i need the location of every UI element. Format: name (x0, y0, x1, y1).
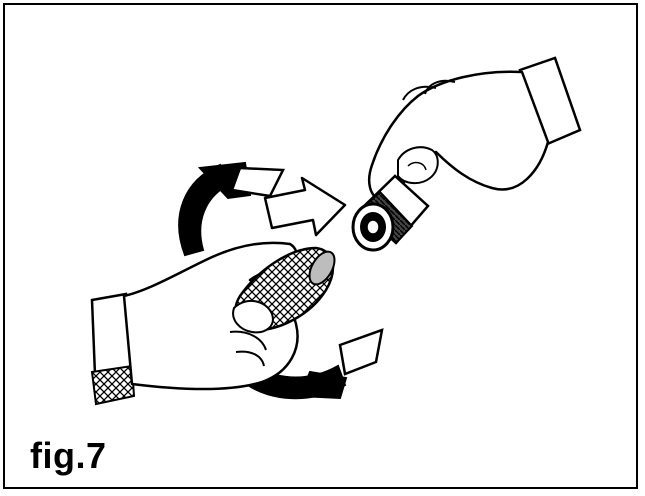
insert-arrow-icon (265, 178, 345, 235)
hand-holding-housing-icon (353, 58, 580, 250)
figure-caption: fig.7 (30, 436, 107, 476)
